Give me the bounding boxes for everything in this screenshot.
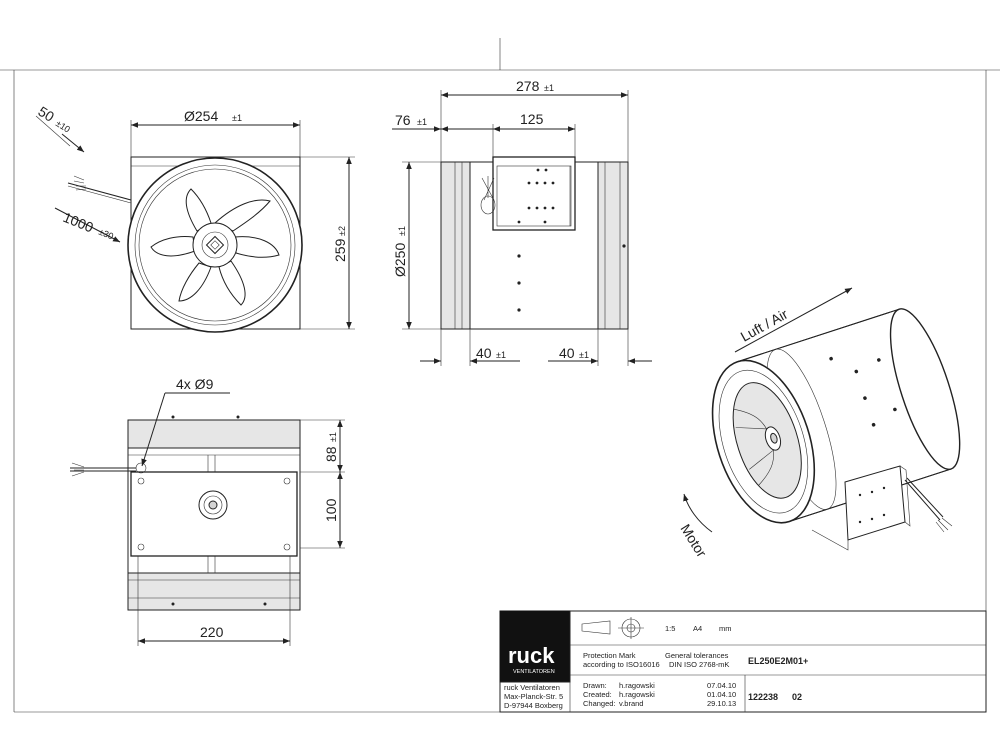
front-view — [67, 156, 303, 333]
unit: mm — [719, 624, 732, 633]
rim-right-tol: ±1 — [579, 350, 589, 360]
created-by: h.ragowski — [619, 690, 655, 699]
revision: 02 — [792, 692, 802, 702]
drawn-date: 07.04.10 — [707, 681, 736, 690]
cable-50-tol: ±10 — [54, 118, 72, 134]
offset-76-tol: ±1 — [417, 117, 427, 127]
city: D-97944 Boxberg — [504, 701, 563, 710]
front-diameter-tol: ±1 — [232, 113, 242, 123]
side-dimensions: 278 ±1 76 ±1 125 Ø250 ±1 40 ±1 40 ±1 — [392, 78, 652, 366]
front-height-tol: ±2 — [337, 226, 347, 236]
air-label: Luft / Air — [738, 306, 791, 345]
dim-100: 100 — [323, 498, 339, 522]
side-diameter-tol: ±1 — [397, 226, 407, 236]
protection-norm: according to ISO16016 — [583, 660, 660, 669]
front-height: 259 — [332, 238, 348, 262]
created-date: 01.04.10 — [707, 690, 736, 699]
scale: 1:5 — [665, 624, 675, 633]
rim-right: 40 — [559, 345, 575, 361]
changed-label: Changed: — [583, 699, 616, 708]
paper-format: A4 — [693, 624, 702, 633]
front-diameter: Ø254 — [184, 108, 218, 124]
protection-mark: Protection Mark — [583, 651, 636, 660]
side-length-tol: ±1 — [544, 83, 554, 93]
dim-88-tol: ±1 — [328, 432, 338, 442]
rim-left: 40 — [476, 345, 492, 361]
bracket-125: 125 — [520, 111, 544, 127]
changed-date: 29.10.13 — [707, 699, 736, 708]
company: ruck Ventilatoren — [504, 683, 560, 692]
created-label: Created: — [583, 690, 612, 699]
tolerance-title: General tolerances — [665, 651, 729, 660]
isometric-view — [711, 308, 961, 551]
title-block — [499, 610, 987, 713]
cable-1000: 1000 — [61, 209, 96, 236]
drawing-number: 122238 — [748, 692, 778, 702]
cable-1000-tol: ±30 — [97, 227, 115, 242]
logo-text: ruck — [508, 643, 555, 668]
dim-220: 220 — [200, 624, 224, 640]
logo-subtitle: VENTILATOREN — [513, 669, 555, 675]
side-view — [440, 156, 629, 330]
rim-left-tol: ±1 — [496, 350, 506, 360]
cable-50: 50 — [35, 103, 57, 125]
bottom-view — [70, 415, 301, 611]
impeller-blades — [150, 188, 280, 306]
drawn-by: h.ragowski — [619, 681, 655, 690]
dim-88: 88 — [323, 446, 339, 462]
side-length: 278 — [516, 78, 540, 94]
drawn-label: Drawn: — [583, 681, 607, 690]
offset-76: 76 — [395, 112, 411, 128]
tolerance-norm: DIN ISO 2768-mK — [669, 660, 729, 669]
bottom-dimensions: 4x Ø9 88 ±1 100 220 — [137, 376, 345, 646]
part-name: EL250E2M01+ — [748, 656, 808, 666]
hole-spec: 4x Ø9 — [176, 376, 214, 392]
street: Max-Planck-Str. 5 — [504, 692, 563, 701]
side-diameter: Ø250 — [392, 243, 408, 277]
changed-by: v.brand — [619, 699, 643, 708]
